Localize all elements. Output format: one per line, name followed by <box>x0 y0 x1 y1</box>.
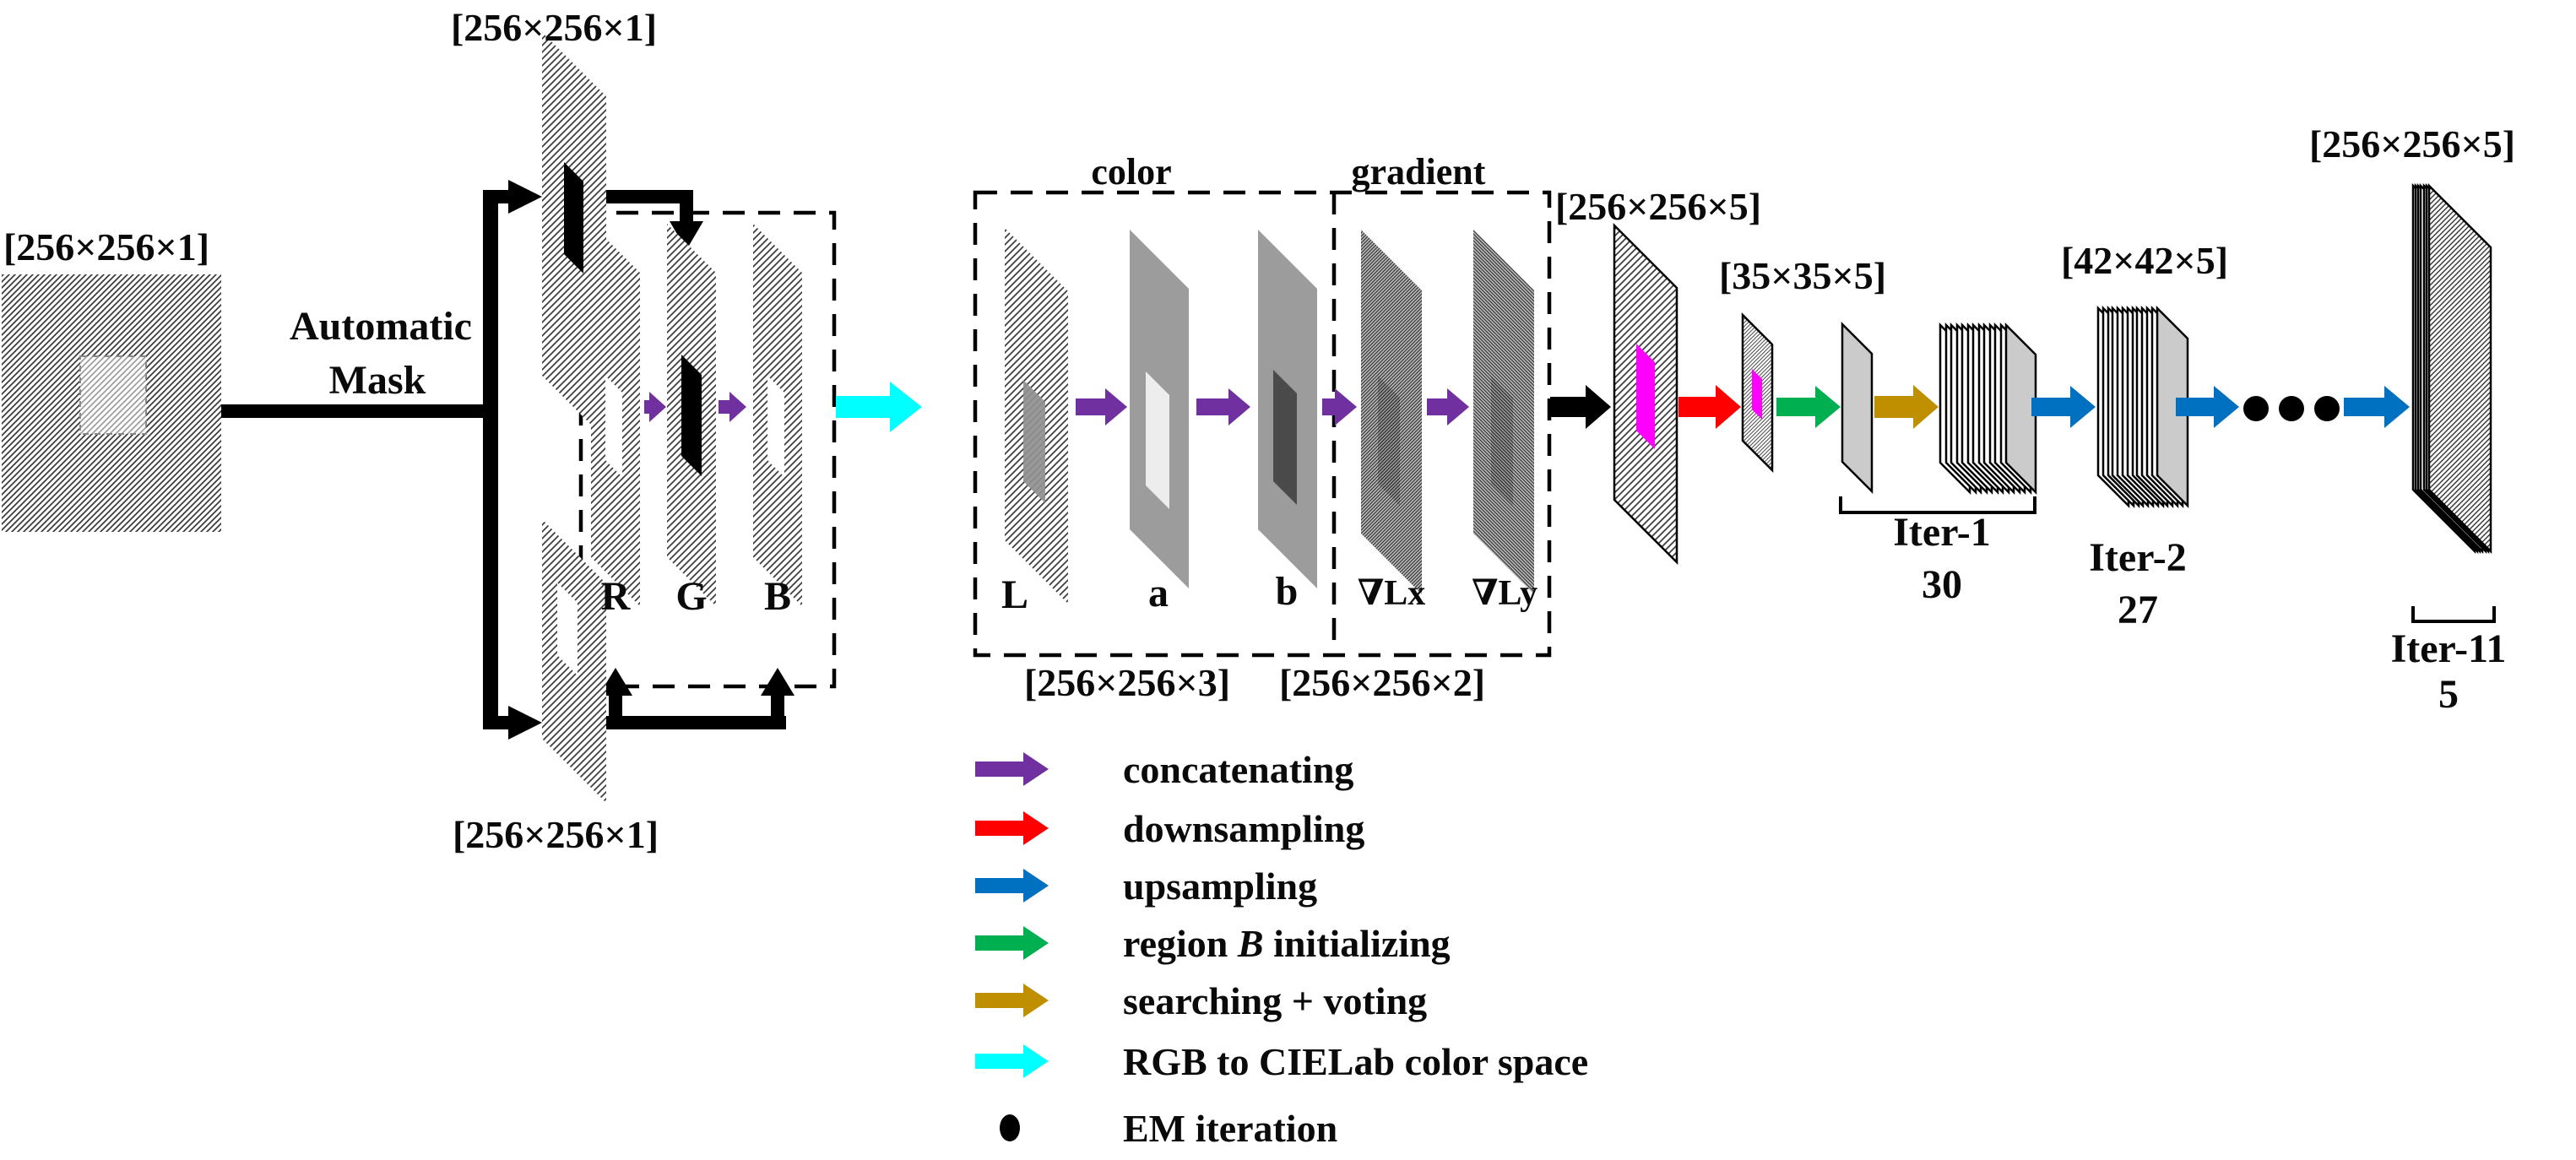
feature-input-arrow <box>1550 385 1611 429</box>
input-dim-label: [256×256×1] <box>3 225 209 268</box>
concatenating-arrow-l-a <box>1076 388 1127 426</box>
concatenating-arrow-b-lx <box>1322 388 1357 426</box>
em-iteration-dots <box>2243 396 2340 421</box>
legend-downsampling-label: downsampling <box>1123 807 1364 850</box>
legend-region-b-arrow-icon <box>975 926 1049 960</box>
top-branch-black-patch <box>564 162 583 274</box>
gradient-lx-patch <box>1378 376 1400 506</box>
legend-concatenating-label: concatenating <box>1123 748 1353 791</box>
final-output-stack <box>2411 182 2492 555</box>
legend: concatenating downsampling upsampling re… <box>975 748 1588 1150</box>
rgb-dashed-box <box>578 210 837 689</box>
downsampling-arrow <box>1678 385 1741 429</box>
automatic-mask-label-line2: Mask <box>329 358 426 403</box>
color-gradient-dashed-box <box>973 190 1552 658</box>
gradient-lx-label: ∇Lx <box>1358 574 1426 613</box>
b-lab-channel-patch <box>1273 370 1297 505</box>
iter2-stack <box>2096 305 2189 509</box>
arrowhead-up-into-r <box>599 668 632 696</box>
gradient-section-dim-label: [256×256×2] <box>1279 661 1485 704</box>
legend-cielab-label: RGB to CIELab color space <box>1123 1040 1588 1083</box>
g-channel-label: G <box>675 574 707 619</box>
legend-cielab-arrow-icon <box>975 1044 1049 1078</box>
gradient-ly-label: ∇Ly <box>1472 574 1537 613</box>
concatenating-arrow-g-b <box>719 392 746 422</box>
legend-upsampling-label: upsampling <box>1123 865 1317 908</box>
b-channel-lab-label: b <box>1276 569 1299 614</box>
a-channel-label: a <box>1148 571 1169 615</box>
r-channel-label: R <box>601 574 632 619</box>
final-dim-label: [256×256×5] <box>2309 122 2515 165</box>
iter2-dim-label: [42×42×5] <box>2061 239 2228 282</box>
iter11-bracket <box>2411 606 2496 623</box>
legend-searching-voting-label: searching + voting <box>1123 979 1427 1022</box>
r-channel-patch <box>605 376 622 477</box>
automatic-mask-label-line1: Automatic <box>290 304 472 349</box>
downsampled-magenta-region <box>1752 369 1762 420</box>
concatenating-arrow-a-b <box>1196 388 1250 426</box>
legend-downsampling-arrow-icon <box>975 811 1049 845</box>
gradient-lx-sheet <box>1361 230 1422 594</box>
gradient-ly-patch <box>1491 376 1513 506</box>
legend-searching-voting-arrow-icon <box>975 984 1049 1017</box>
color-section-title: color <box>1091 151 1171 192</box>
color-section-dim-label: [256×256×3] <box>1024 661 1230 704</box>
iter11-label: Iter-11 <box>2391 626 2507 671</box>
b-channel-label: B <box>764 574 791 619</box>
iter1-label: Iter-1 <box>1893 510 1990 555</box>
arrowhead-to-bottom-branch <box>508 706 542 740</box>
region-b-sheet <box>1841 321 1874 495</box>
gradient-section-title: gradient <box>1352 151 1486 192</box>
a-channel-patch <box>1146 371 1169 509</box>
upsampling-arrow-3 <box>2344 386 2410 428</box>
region-b-initializing-arrow <box>1776 386 1841 428</box>
mask-branch-arrowheads <box>508 180 794 740</box>
legend-concatenating-arrow-icon <box>975 752 1049 786</box>
g-channel-black-patch <box>681 355 702 476</box>
iter11-count: 5 <box>2438 672 2459 717</box>
bottom-branch-dim-label: [256×256×1] <box>453 813 659 856</box>
arrowhead-up-into-b <box>761 668 794 696</box>
rgb-to-cielab-arrow <box>836 382 922 432</box>
l-channel-patch <box>1023 380 1045 503</box>
legend-upsampling-arrow-icon <box>975 869 1049 903</box>
b-channel-patch <box>767 376 784 477</box>
feature-magenta-region <box>1636 344 1655 449</box>
gradient-ly-sheet <box>1473 230 1534 594</box>
arrowhead-to-top-branch <box>508 180 542 214</box>
upsampling-arrow-1 <box>2031 386 2096 428</box>
input-lesion-dashed-region <box>79 355 147 435</box>
iter1-bracket <box>1839 496 2036 514</box>
iter1-count: 30 <box>1922 562 1962 607</box>
concatenating-arrow-lx-ly <box>1427 388 1469 426</box>
legend-em-iteration-label: EM iteration <box>1123 1107 1337 1150</box>
downsampled-dim-label: [35×35×5] <box>1719 254 1886 297</box>
top-branch-dim-label: [256×256×1] <box>451 6 657 49</box>
concatenating-arrow-r-g <box>644 392 666 422</box>
legend-em-iteration-dot-icon <box>1000 1114 1020 1141</box>
arrowhead-down-into-g <box>670 221 703 250</box>
bottom-branch-white-patch <box>557 583 578 675</box>
l-channel-label: L <box>1001 572 1028 617</box>
iter2-count: 27 <box>2118 588 2158 632</box>
iter1-stack <box>1939 322 2037 496</box>
searching-voting-arrow <box>1874 385 1939 429</box>
legend-region-b-label: region B initializing <box>1123 922 1451 965</box>
upsampling-arrow-2 <box>2176 386 2239 428</box>
iter2-label: Iter-2 <box>2089 535 2186 580</box>
feature-dim-label: [256×256×5] <box>1555 185 1761 228</box>
